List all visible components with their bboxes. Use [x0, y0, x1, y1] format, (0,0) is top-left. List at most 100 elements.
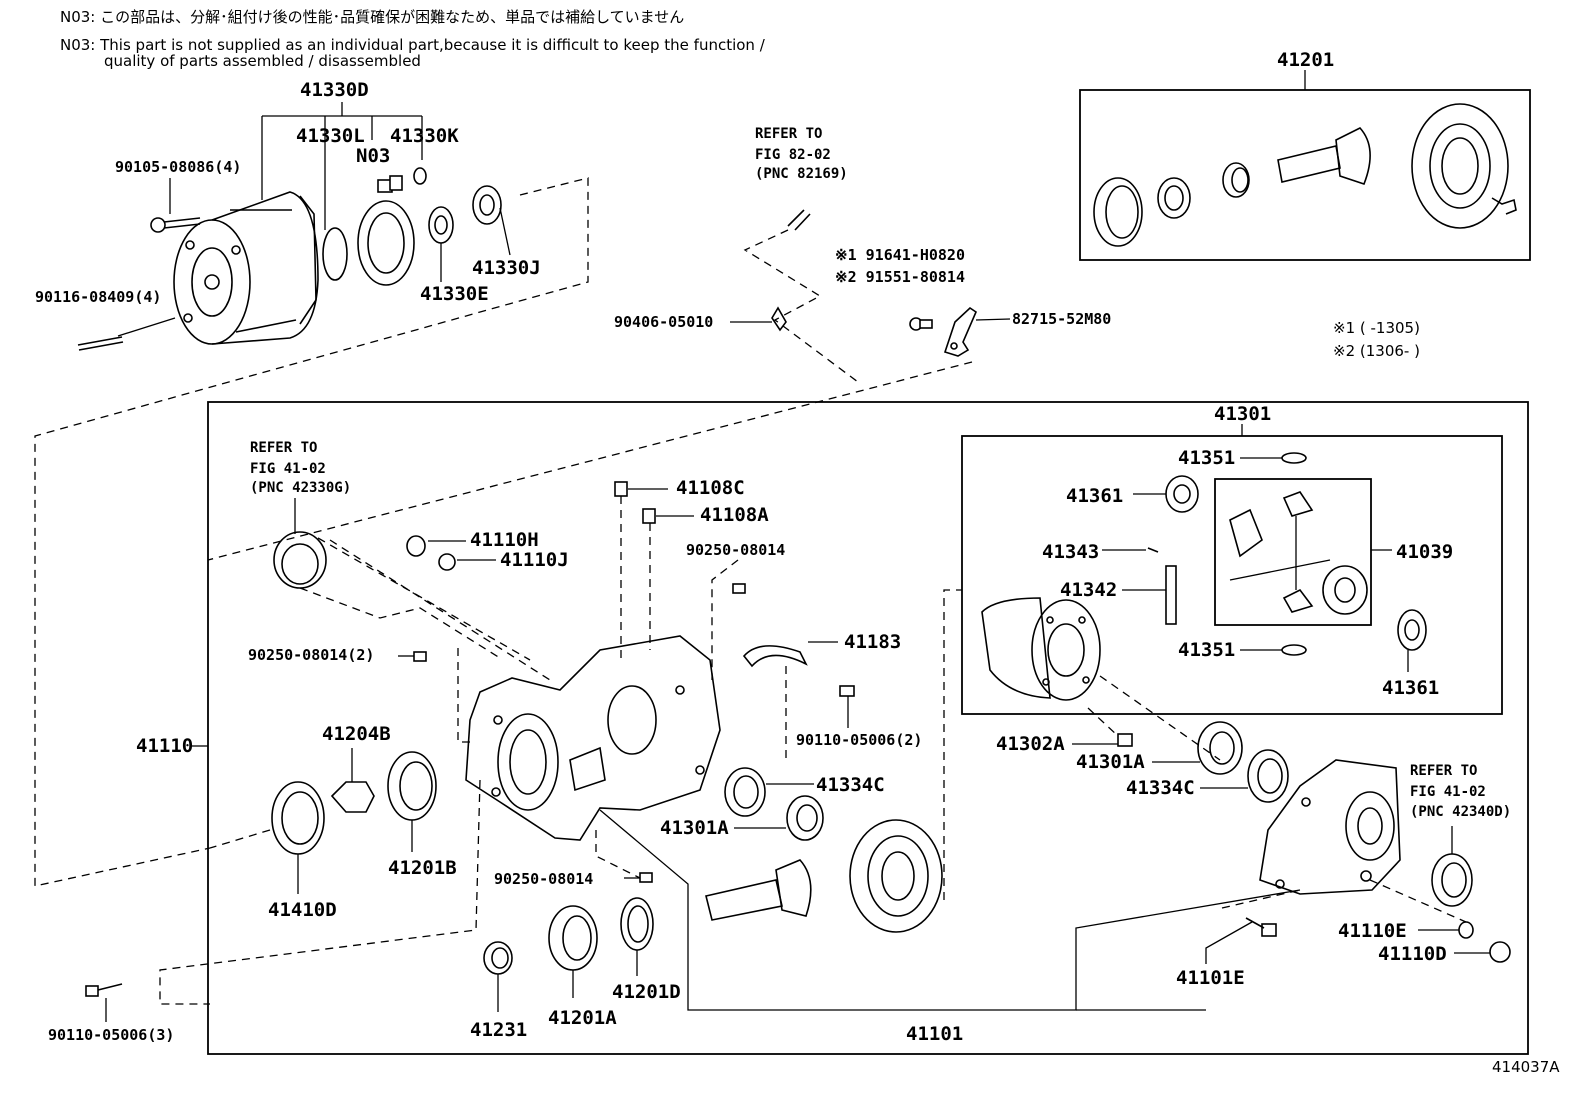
bearing-41201B: [387, 751, 437, 852]
nut-41204B: [330, 748, 375, 813]
side-cover: [1259, 759, 1401, 895]
label-41201D: 41201D: [612, 981, 681, 1003]
label-41108A: 41108A: [700, 504, 769, 526]
bolt-41302A: [1072, 707, 1133, 747]
oil-seal-ref-42340D: [1431, 826, 1473, 907]
refer-41a-line2: FIG 41-02: [250, 461, 326, 477]
pin-41343: [1102, 547, 1159, 553]
label-41342: 41342: [1060, 579, 1117, 601]
label-41183: 41183: [844, 631, 901, 653]
o-ring-41330K: [413, 167, 427, 185]
bracket-82715: [207, 306, 1011, 561]
ring-gear: [849, 819, 943, 933]
label-82715: 82715-52M80: [1012, 310, 1111, 328]
label-41351-b: 41351: [1178, 639, 1235, 661]
cover-leader-dash: [34, 177, 589, 887]
thrust-washer-41351: [1240, 452, 1307, 656]
differential-case-frame: [961, 435, 1503, 715]
spacer-41231: [483, 941, 513, 1012]
label-41039: 41039: [1396, 541, 1453, 563]
label-90110-a: 90110-05006(2): [796, 731, 922, 749]
bolt-90110-b: [85, 983, 123, 1022]
label-41110J: 41110J: [500, 549, 569, 571]
refer-41b-line1: REFER TO: [1410, 763, 1477, 779]
refer-82-line3: (PNC 82169): [755, 166, 848, 182]
bolt-90110-a: [839, 685, 855, 728]
label-90250-b: 90250-08014(2): [248, 646, 374, 664]
note-en-line2: quality of parts assembled / disassemble…: [104, 52, 421, 70]
label-41110: 41110: [136, 735, 193, 757]
bearing-race-41334C-b: [1200, 749, 1289, 803]
label-41330K: 41330K: [390, 125, 459, 147]
label-41334C-b: 41334C: [1126, 777, 1195, 799]
refer-41b-line2: FIG 41-02: [1410, 784, 1486, 800]
label-41343: 41343: [1042, 541, 1099, 563]
label-90250-a: 90250-08014: [686, 541, 785, 559]
spacer-41201D: [620, 897, 654, 976]
label-41330E: 41330E: [420, 283, 489, 305]
label-41410D: 41410D: [268, 899, 337, 921]
main-assembly-frame: [207, 401, 1529, 1055]
leader-41101: [599, 809, 1301, 1011]
figure-id: 414037A: [1492, 1058, 1560, 1076]
housing-dash-lower: [159, 779, 481, 1005]
refer-82-line2: FIG 82-02: [755, 147, 831, 163]
label-41301A-b: 41301A: [1076, 751, 1145, 773]
range-note-1: ※1 ( -1305): [1333, 319, 1420, 337]
bearing-race-41334C-a: [724, 767, 814, 817]
range-note-2: ※2 (1306- ): [1333, 342, 1420, 360]
label-41301A-a: 41301A: [660, 817, 729, 839]
label-41361-a: 41361: [1066, 485, 1123, 507]
label-41108C: 41108C: [676, 477, 745, 499]
label-91551: ※2 91551-80814: [835, 268, 965, 286]
label-90406: 90406-05010: [614, 313, 713, 331]
label-41110D: 41110D: [1378, 943, 1447, 965]
snap-ring-41330L: [322, 227, 348, 281]
label-41101: 41101: [906, 1023, 963, 1045]
refer-41a-line1: REFER TO: [250, 440, 317, 456]
label-41231: 41231: [470, 1019, 527, 1041]
diff-dash-2: [1099, 675, 1221, 761]
oil-seal-41330-n03: [357, 175, 415, 286]
refer-41a-line3: (PNC 42330G): [250, 480, 351, 496]
label-90110-b: 90110-05006(3): [48, 1026, 174, 1044]
label-41361-b: 41361: [1382, 677, 1439, 699]
label-91641: ※1 91641-H0820: [835, 246, 965, 264]
plug-41110E-41110D: [1369, 879, 1511, 963]
label-41204B: 41204B: [322, 723, 391, 745]
label-41110E: 41110E: [1338, 920, 1407, 942]
shim-41330J: [472, 185, 511, 256]
note-en-line1: N03: This part is not supplied as an ind…: [60, 36, 765, 54]
washer-41330E: [428, 206, 454, 282]
pinion-gears-41039: [1229, 491, 1392, 615]
bearing-41301A-b: [1152, 721, 1243, 775]
label-41101E: 41101E: [1176, 967, 1245, 989]
label-41330D: 41330D: [300, 79, 369, 101]
label-41330J: 41330J: [472, 257, 541, 279]
label-41351-a: 41351: [1178, 447, 1235, 469]
drive-pinion: [705, 859, 812, 921]
pinion-kit-frame: [1214, 478, 1372, 626]
refer-41b-line3: (PNC 42340D): [1410, 804, 1511, 820]
label-41330L: 41330L: [296, 125, 365, 147]
gear-kit-frame: [1079, 89, 1531, 261]
bolt-41101E: [1205, 889, 1301, 964]
shaft-41342: [1122, 565, 1177, 625]
plug-41108: [614, 481, 694, 660]
refer-82-line1: REFER TO: [755, 126, 822, 142]
breather-pipe: [730, 209, 859, 383]
bearing-41201A: [548, 905, 598, 998]
seal-41183: [742, 641, 838, 760]
oil-seal-ref-42330G: [273, 498, 551, 681]
label-41110H: 41110H: [470, 529, 539, 551]
label-90250-c: 90250-08014: [494, 870, 593, 888]
washer-41361: [1133, 475, 1427, 672]
stud-90116: [77, 317, 176, 351]
label-41334C-a: 41334C: [816, 774, 885, 796]
label-n03: N03: [356, 145, 390, 167]
label-41201: 41201: [1277, 49, 1334, 71]
label-41301: 41301: [1214, 403, 1271, 425]
diff-dash: [943, 589, 962, 900]
bearing-41301A-a: [734, 795, 824, 841]
